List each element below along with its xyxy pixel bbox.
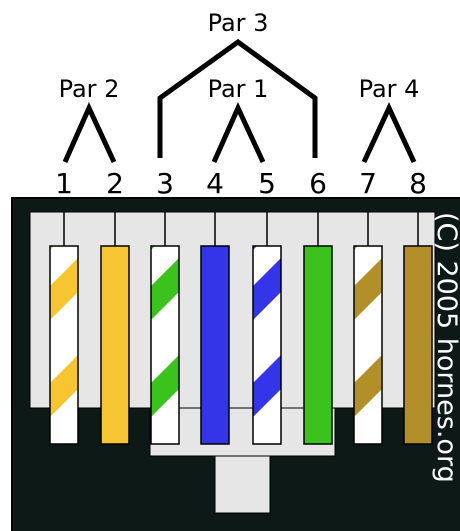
pin-number-3: 3	[156, 167, 174, 200]
pair3-label: Par 3	[208, 9, 269, 37]
wire-pin-7	[353, 245, 383, 445]
wire-pin-8	[403, 245, 433, 445]
wire-pin-5	[252, 245, 282, 445]
pair3-bracket	[157, 38, 318, 158]
wire-pin-2	[100, 245, 130, 445]
pin-number-4: 4	[206, 167, 224, 200]
pin-number-5: 5	[258, 167, 276, 200]
pair2-label: Par 2	[59, 75, 120, 103]
pair2-bracket	[62, 101, 117, 164]
pair-brackets	[62, 38, 417, 164]
pin-numbers: 1 2 3 4 5 6 7 8	[55, 167, 427, 200]
pair1-label: Par 1	[208, 75, 269, 103]
pin-number-1: 1	[55, 167, 73, 200]
pair4-label: Par 4	[359, 75, 420, 103]
wire-pin-1	[49, 245, 79, 445]
copyright-text: (C) 2005 hornes.org	[431, 212, 460, 483]
pin-number-2: 2	[106, 167, 124, 200]
wire-pin-3	[150, 245, 180, 445]
wire-pin-4	[200, 245, 230, 445]
pair1-bracket	[211, 101, 266, 164]
pin-number-8: 8	[409, 167, 427, 200]
pair4-bracket	[361, 102, 417, 164]
pin-number-6: 6	[309, 167, 327, 200]
pin-number-7: 7	[359, 167, 377, 200]
wire-pin-6	[303, 245, 333, 445]
contact-lines	[63, 212, 419, 246]
wires	[49, 245, 433, 445]
